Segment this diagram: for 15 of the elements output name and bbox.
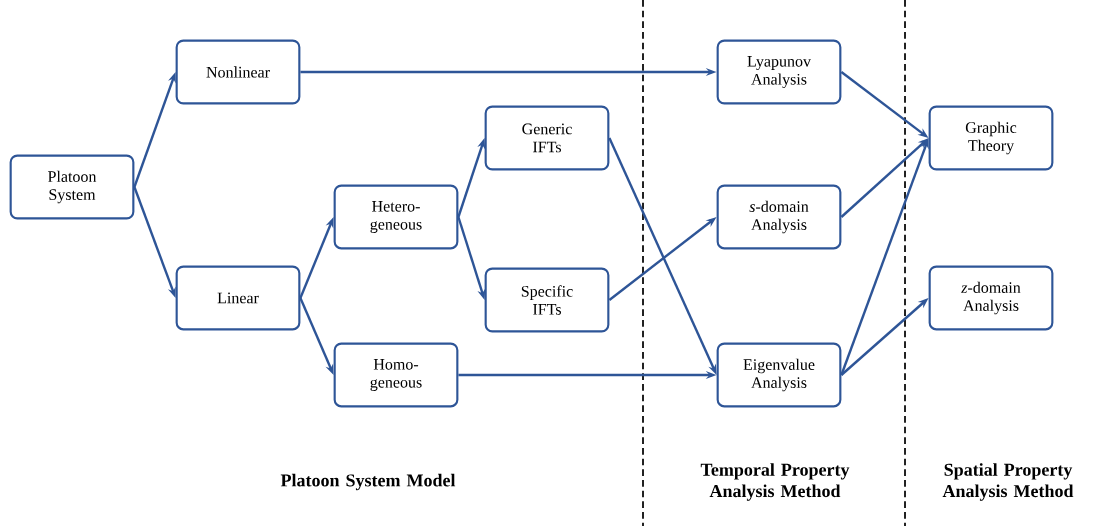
process-box: Eigenvalue Analysis [716, 342, 842, 408]
process-box: z-domain Analysis [928, 265, 1054, 331]
process-box: Lyapunov Analysis [716, 39, 842, 105]
process-box: Homo- geneous [333, 342, 459, 408]
process-box: Graphic Theory [928, 105, 1054, 171]
process-box: Specific IFTs [484, 267, 610, 333]
process-box: Platoon System [9, 154, 135, 220]
section-label: Temporal Property Analysis Method [700, 463, 850, 501]
process-box: Generic IFTs [484, 105, 610, 171]
section-label: Platoon System Model [280, 473, 456, 491]
section-label: Spatial Property Analysis Method [942, 463, 1074, 501]
process-box: Nonlinear [175, 39, 301, 105]
process-box: Linear [175, 265, 301, 331]
process-box: Hetero- geneous [333, 184, 459, 250]
process-box: s-domain Analysis [716, 184, 842, 250]
